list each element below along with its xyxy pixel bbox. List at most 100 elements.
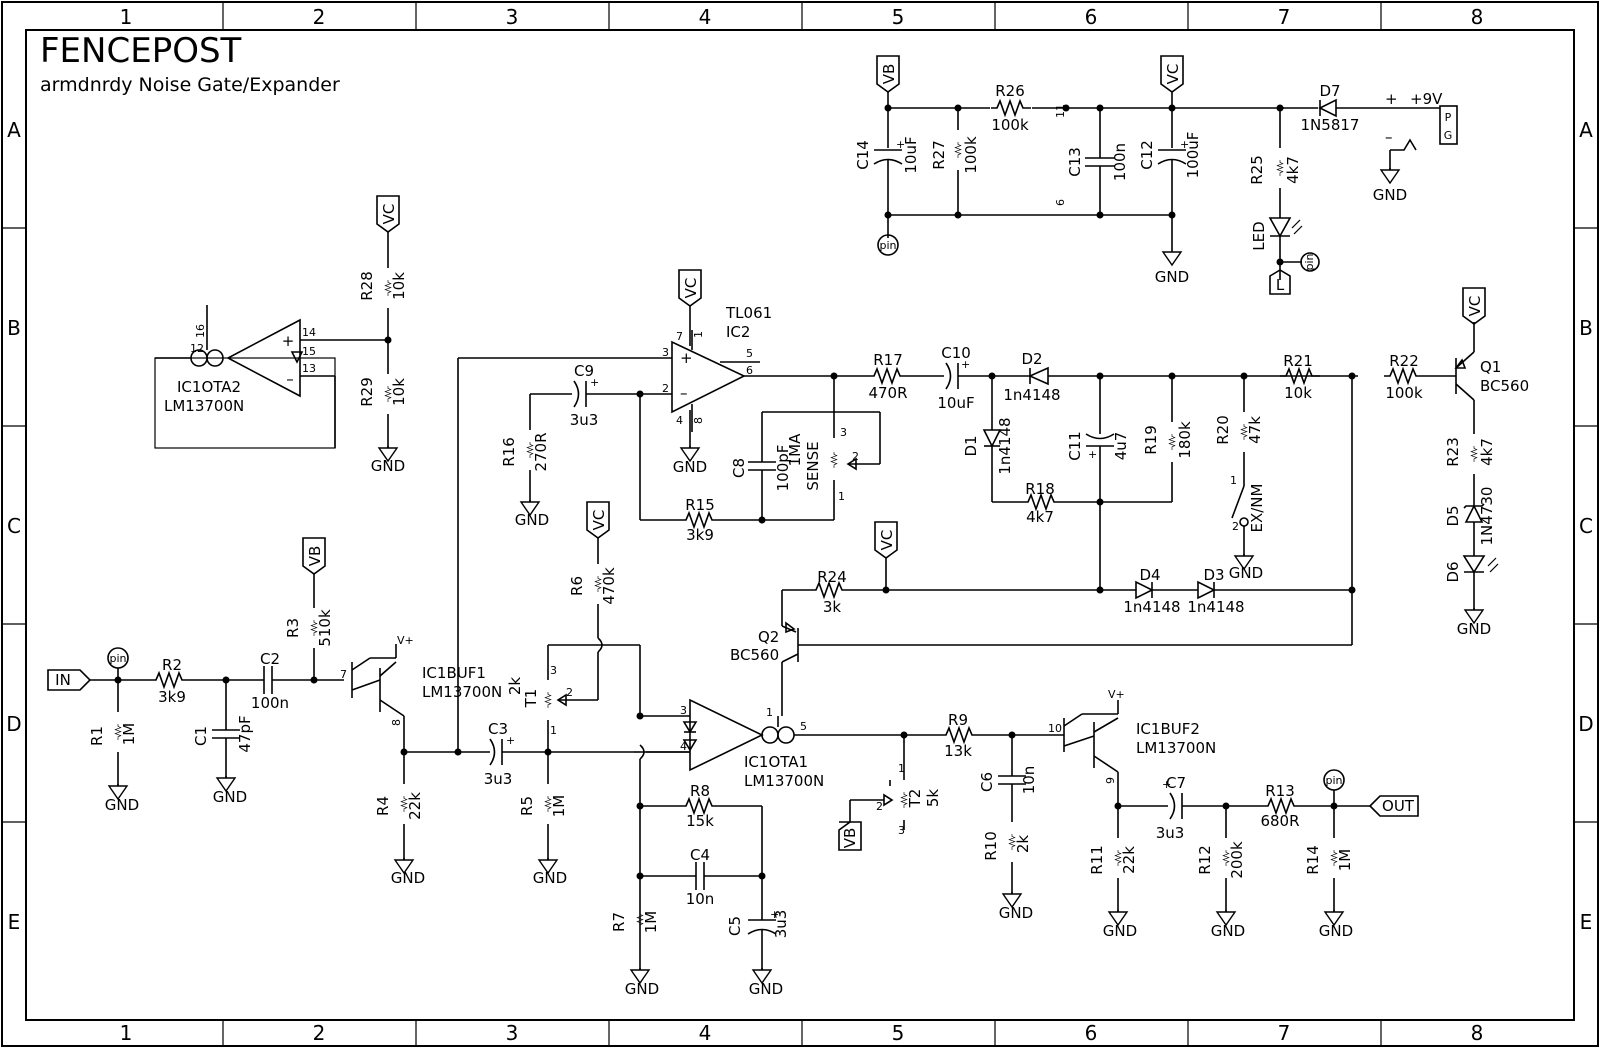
svg-text:GND: GND	[625, 980, 659, 998]
r23-label: R23	[1444, 437, 1462, 467]
c11-value: 4u7	[1112, 432, 1130, 461]
r5-label: R5	[518, 796, 536, 816]
svg-text:GND: GND	[1103, 922, 1137, 940]
t1-label: T1	[522, 689, 540, 709]
d7-label: D7	[1319, 82, 1340, 100]
r6-value: 470k	[600, 567, 618, 605]
output-section: 1 2 3 T2 5k VB R9 13k C6 10n R10 2k GND …	[838, 688, 1419, 940]
svg-text:8: 8	[390, 719, 403, 726]
vc-flag: VC	[586, 501, 610, 539]
q1-indicator: Q1 BC560 VC R23 4k7 D5 1N4730 D6 GND	[1444, 287, 1529, 638]
r20-label: R20	[1214, 415, 1232, 445]
vc-flag: VC	[1462, 287, 1486, 325]
r16-value: 270R	[532, 432, 550, 471]
c9-value: 3u3	[570, 411, 599, 429]
output-port[interactable]	[1368, 795, 1419, 817]
vb-flag: VB	[876, 55, 900, 93]
svg-text:+: +	[590, 376, 599, 389]
svg-text:+: +	[770, 908, 779, 921]
input-port[interactable]	[47, 669, 92, 691]
r21-label: R21	[1283, 352, 1313, 370]
r19-value: 180k	[1176, 421, 1194, 459]
svg-text:1: 1	[1230, 474, 1237, 487]
r27-value: 100k	[962, 136, 980, 174]
svg-text:VB: VB	[841, 828, 859, 849]
r25-label: R25	[1248, 155, 1266, 185]
svg-text:5: 5	[800, 720, 807, 733]
svg-text:VC: VC	[590, 510, 608, 531]
grid-col-label: 1	[120, 1021, 133, 1045]
c13-label: C13	[1066, 147, 1084, 177]
svg-text:3: 3	[898, 824, 905, 837]
d4-label: D4	[1139, 566, 1160, 584]
ic1ota2-ref: IC1OTA2	[177, 378, 241, 396]
c9-label: C9	[574, 362, 594, 380]
svg-text:VC: VC	[1466, 296, 1484, 317]
q1-label: Q1	[1480, 358, 1501, 376]
sense-value: 1MA	[786, 433, 804, 466]
r4-value: 22k	[406, 792, 424, 820]
schematic-subtitle: armdnrdy Noise Gate/Expander	[40, 74, 340, 96]
trimmer-t1[interactable]	[543, 690, 553, 710]
svg-text:12: 12	[190, 342, 204, 355]
power-jack	[1439, 105, 1458, 145]
svg-text:pin: pin	[1325, 774, 1342, 787]
r20-value: 47k	[1246, 416, 1264, 444]
c13-value: 100n	[1111, 143, 1129, 181]
svg-text:G: G	[1444, 129, 1453, 142]
svg-text:V+: V+	[397, 634, 414, 647]
grid-row-label: C	[7, 514, 21, 538]
svg-text:2: 2	[566, 686, 573, 699]
svg-text:3: 3	[662, 346, 669, 359]
sense-pot[interactable]	[829, 450, 839, 470]
c2-label: C2	[260, 650, 280, 668]
t2-value: 5k	[924, 789, 942, 808]
c14-value: 10uF	[902, 136, 920, 173]
c7-label: C7	[1166, 774, 1186, 792]
t2-label: T2	[906, 789, 924, 809]
svg-text:+9V: +9V	[1410, 90, 1443, 108]
grid-col-label: 5	[892, 1021, 905, 1045]
grid-col-label: 3	[506, 5, 519, 29]
svg-text:1: 1	[838, 490, 845, 503]
r13-label: R13	[1265, 782, 1295, 800]
svg-text:GND: GND	[515, 511, 549, 529]
r25-value: 4k7	[1284, 156, 1302, 184]
grid-col-label: 6	[1085, 5, 1098, 29]
resistor-r25	[1275, 158, 1285, 178]
svg-text:+: +	[1385, 90, 1398, 108]
d3-value: 1n4148	[1187, 598, 1244, 616]
c2-value: 100n	[251, 694, 289, 712]
vc-flag: VC	[678, 269, 702, 307]
svg-text:4: 4	[676, 414, 683, 427]
r16-label: R16	[500, 437, 518, 467]
svg-text:3: 3	[840, 426, 847, 439]
c6-label: C6	[978, 772, 996, 792]
c12-label: C12	[1138, 140, 1156, 170]
svg-text:GND: GND	[1373, 186, 1407, 204]
svg-text:P: P	[1445, 111, 1452, 124]
q1-value: BC560	[1480, 377, 1529, 395]
resistor-r17	[867, 368, 909, 384]
r1-label: R1	[88, 726, 106, 746]
exnm-switch[interactable]	[1231, 485, 1245, 519]
c10-label: C10	[941, 344, 971, 362]
svg-text:–: –	[286, 370, 294, 388]
led-label: LED	[1250, 221, 1268, 250]
r3-value: 510k	[316, 609, 334, 647]
grid-col-label: 5	[892, 5, 905, 29]
r14-value: 1M	[1336, 849, 1354, 872]
svg-text:3: 3	[680, 704, 687, 717]
r14-label: R14	[1304, 845, 1322, 875]
r29-label: R29	[358, 377, 376, 407]
d5-value: 1N4730	[1478, 487, 1496, 546]
grid-col-label: 7	[1278, 1021, 1291, 1045]
svg-text:GND: GND	[1457, 620, 1491, 638]
resistor-r15	[679, 512, 721, 528]
svg-text:+: +	[506, 734, 515, 747]
grid-row-label: E	[8, 910, 21, 934]
svg-text:VB: VB	[880, 64, 898, 85]
d2-label: D2	[1021, 350, 1042, 368]
svg-text:7: 7	[340, 668, 347, 681]
resistor-r27	[953, 140, 963, 160]
